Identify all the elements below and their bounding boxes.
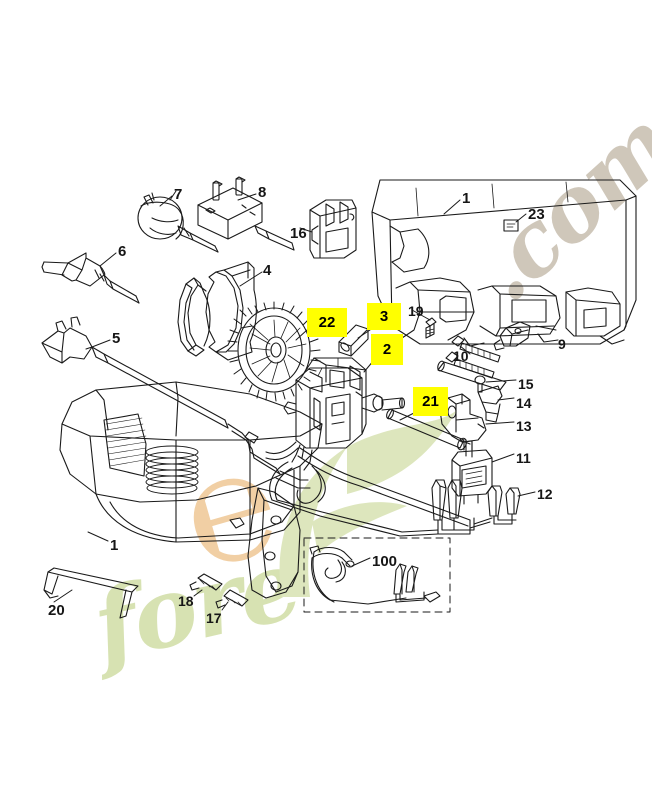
part-cord-guide-halves (177, 261, 257, 361)
part-housing-shell-upper (371, 179, 637, 347)
part-electric-motor (283, 357, 406, 471)
highlight-label: 3 (379, 308, 389, 325)
callout-17: 17 (206, 610, 222, 626)
callout-4: 4 (263, 262, 272, 279)
callout-18: 18 (178, 593, 194, 609)
part-switch (451, 440, 493, 505)
part-trigger-lever (439, 393, 487, 458)
part-uk-mains-plug (197, 176, 295, 251)
highlight-label: 2 (382, 341, 392, 358)
highlight-box-2[interactable]: 2 (371, 334, 403, 365)
cable-harness-main (269, 447, 471, 537)
part-switch-bracket (309, 199, 357, 259)
callout-9: 9 (558, 336, 566, 352)
part-clamp-plate (493, 321, 531, 351)
part-wiring-harness-kit (303, 537, 451, 613)
highlight-label: 22 (318, 314, 336, 331)
callout-6: 6 (118, 243, 127, 260)
callout-11: 11 (516, 450, 531, 466)
callout-8: 8 (258, 184, 267, 201)
part-pin (474, 375, 486, 393)
callout-1-upper: 1 (462, 190, 471, 207)
part-euro-flat-plug (41, 252, 140, 304)
part-screw-17 (215, 589, 249, 609)
callout-13: 13 (516, 418, 532, 434)
callout-7: 7 (174, 186, 183, 203)
part-wire-terminals (431, 479, 521, 535)
highlight-box-22[interactable]: 22 (307, 308, 347, 337)
highlight-box-21[interactable]: 21 (413, 387, 448, 416)
part-hex-wrench (43, 567, 139, 619)
cable-motor-feed (265, 441, 299, 461)
callout-10: 10 (453, 348, 469, 364)
highlight-label: 21 (422, 393, 439, 410)
leader-lines (53, 193, 557, 611)
callout-1-lower: 1 (110, 537, 119, 554)
callout-19: 19 (408, 303, 424, 319)
callout-14: 14 (516, 395, 532, 411)
part-cooling-fan-impeller (227, 301, 321, 402)
callout-12: 12 (537, 486, 553, 502)
part-angled-plug (137, 192, 219, 253)
part-tube-lever (437, 360, 507, 423)
callout-15: 15 (518, 376, 534, 392)
part-housing-shell-lower (59, 381, 323, 599)
callout-100: 100 (372, 553, 398, 570)
part-screw-18 (189, 573, 223, 591)
callout-23: 23 (528, 206, 545, 223)
callout-5: 5 (112, 330, 121, 347)
part-screw-19 (425, 317, 437, 339)
highlight-box-3[interactable]: 3 (367, 303, 401, 330)
callout-20: 20 (48, 602, 65, 619)
callout-16: 16 (290, 225, 307, 242)
